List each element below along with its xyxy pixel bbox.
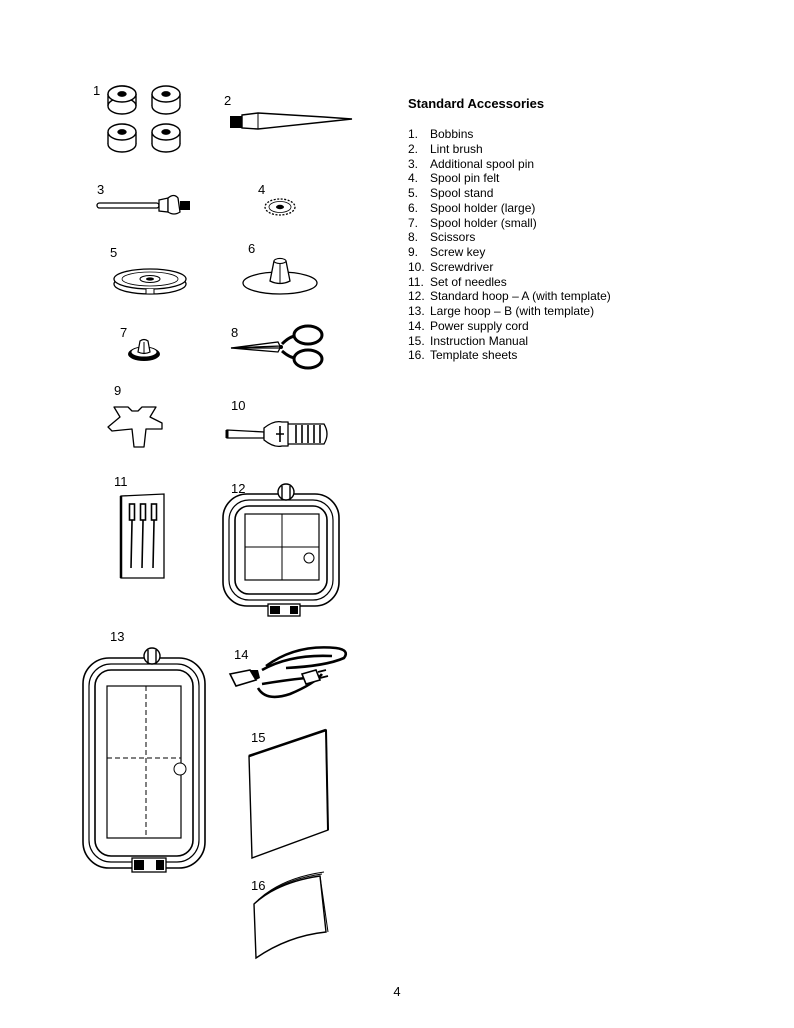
list-item-label: Spool holder (small) (430, 215, 537, 230)
list-item-label: Lint brush (430, 141, 483, 156)
accessories-list: 1. Bobbins 2. Lint brush 3. Additional spool … (408, 127, 708, 363)
figure-label-10: 10 (231, 398, 246, 413)
list-item-number: 11. (408, 274, 424, 289)
figure-label-13: 13 (110, 629, 125, 644)
figure-label-9: 9 (114, 383, 122, 398)
list-item: 6. Spool holder (large) (408, 201, 708, 216)
list-item-label: Spool pin felt (430, 171, 500, 186)
section-heading: Standard Accessories (408, 96, 545, 111)
list-item: 14. Power supply cord (408, 319, 708, 334)
list-item-number: 10. (408, 259, 425, 274)
list-item: 16. Template sheets (408, 348, 708, 363)
list-item-label: Scissors (430, 230, 476, 245)
list-item-number: 5. (408, 186, 419, 200)
list-item: 12. Standard hoop – A (with template) (408, 289, 708, 304)
list-item-label: Template sheets (430, 348, 518, 363)
spool-holder-small-illustration (128, 338, 160, 361)
list-item-number: 12. (408, 289, 425, 304)
list-item: 4. Spool pin felt (408, 171, 708, 186)
list-item: 3. Additional spool pin (408, 157, 708, 172)
figure-label-16: 16 (251, 878, 266, 893)
standard-hoop-a-illustration (222, 483, 340, 617)
accessories-section: Standard Accessories 1. Bobbins 2. Lint bru… (408, 96, 708, 363)
power-cord-illustration (228, 646, 348, 699)
instruction-manual-illustration (248, 728, 329, 859)
figure-label-2: 2 (224, 93, 232, 108)
spool-felt-illustration (264, 198, 296, 216)
list-item-label: Set of needles (430, 274, 507, 289)
list-item-number: 2. (408, 141, 419, 156)
list-item-label: Power supply cord (430, 318, 529, 333)
list-item: 10. Screwdriver (408, 260, 708, 275)
list-item-label: Spool holder (large) (430, 200, 536, 215)
list-item-number: 3. (408, 156, 419, 171)
needles-illustration (119, 493, 165, 579)
figure-label-11: 11 (114, 474, 128, 489)
list-item-label: Standard hoop – A (with template) (430, 289, 611, 304)
screw-key-illustration (107, 406, 163, 448)
figure-label-3: 3 (97, 182, 105, 197)
spool-holder-large-illustration (242, 257, 318, 295)
list-item: 15. Instruction Manual (408, 334, 708, 349)
list-item: 11. Set of needles (408, 275, 708, 290)
spool-pin-illustration (96, 194, 190, 215)
list-item: 9. Screw key (408, 245, 708, 260)
figure-label-7: 7 (120, 325, 128, 340)
list-item-number: 13. (408, 304, 425, 318)
list-item-label: Large hoop – B (with template) (430, 304, 595, 318)
list-item-number: 16. (408, 348, 425, 363)
list-item-label: Spool stand (430, 186, 494, 200)
figure-label-14: 14 (234, 647, 249, 662)
bobbins-illustration (107, 85, 181, 153)
figure-label-8: 8 (231, 325, 239, 340)
lint-brush-illustration (230, 112, 353, 130)
figure-label-1: 1 (93, 83, 101, 98)
list-item-number: 8. (408, 230, 419, 245)
list-item: 7. Spool holder (small) (408, 216, 708, 231)
list-item-label: Screw key (430, 245, 486, 259)
list-item-label: Instruction Manual (430, 333, 529, 348)
page-number: 4 (393, 984, 401, 999)
large-hoop-b-illustration (82, 647, 206, 873)
list-item-number: 7. (408, 215, 419, 230)
list-item: 1. Bobbins (408, 127, 708, 142)
list-item: 5. Spool stand (408, 186, 708, 201)
list-item: 8. Scissors (408, 230, 708, 245)
list-item-label: Bobbins (430, 127, 474, 141)
figure-label-6: 6 (248, 241, 256, 256)
spool-stand-illustration (113, 268, 187, 295)
list-item-number: 9. (408, 245, 419, 259)
figure-label-15: 15 (251, 730, 266, 745)
figure-label-5: 5 (110, 245, 118, 260)
figure-label-4: 4 (258, 182, 266, 197)
screwdriver-illustration (225, 420, 328, 448)
list-item: 13. Large hoop – B (with template) (408, 304, 708, 319)
list-item-number: 15. (408, 333, 425, 348)
list-item-number: 1. (408, 127, 419, 141)
list-item-label: Additional spool pin (430, 156, 535, 171)
template-sheets-illustration (253, 871, 329, 960)
figure-label-12: 12 (231, 481, 246, 496)
list-item-label: Screwdriver (430, 259, 494, 274)
scissors-illustration (230, 324, 324, 370)
list-item-number: 4. (408, 171, 419, 186)
list-item-number: 6. (408, 200, 419, 215)
list-item: 2. Lint brush (408, 142, 708, 157)
list-item-number: 14. (408, 318, 425, 333)
